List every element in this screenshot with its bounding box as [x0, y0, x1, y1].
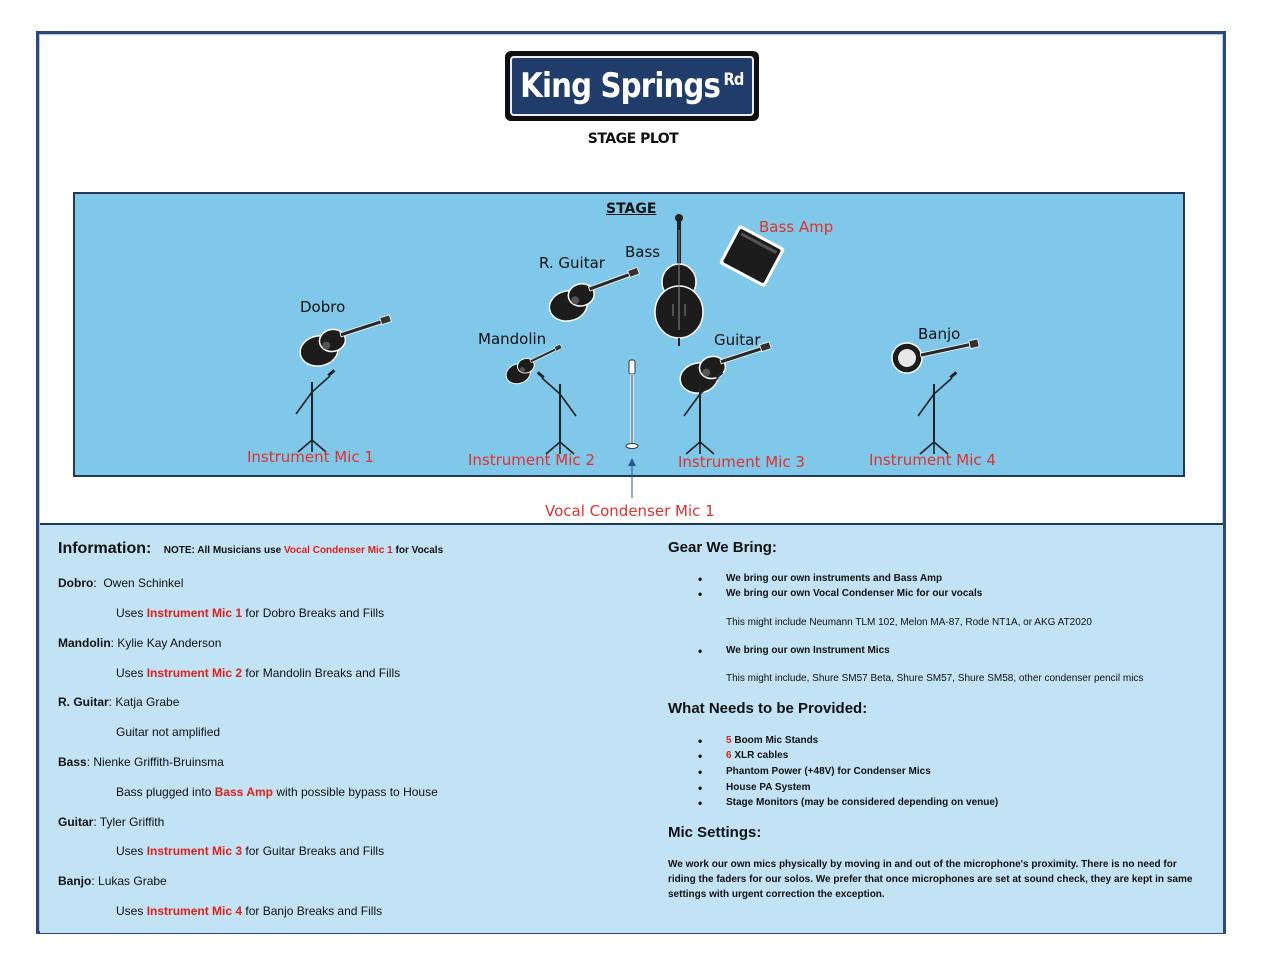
gear-heading: Gear We Bring: [668, 539, 777, 556]
vocal-condenser-mic-label: Vocal Condenser Mic 1 [545, 502, 715, 520]
instrument-mic-1-label: Instrument Mic 1 [247, 448, 374, 466]
rhythm-guitar-label: R. Guitar [539, 254, 605, 272]
gear-item-3-sub: This might include, Shure SM57 Beta, Shu… [726, 673, 1144, 684]
provided-heading: What Needs to be Provided: [668, 700, 868, 717]
mic-stand-2-icon [535, 370, 577, 455]
information-note: NOTE: All Musicians use Vocal Condenser … [164, 545, 443, 556]
provided-item-5: Stage Monitors (may be considered depend… [698, 796, 998, 810]
banjo-entry: Banjo: Lukas Grabe [58, 874, 167, 888]
provided-item-1: 5 Boom Mic Stands [698, 734, 818, 748]
entry-name: Katja Grabe [115, 695, 180, 709]
dobro-entry: Dobro: Owen Schinkel [58, 576, 184, 590]
bass-amp-label: Bass Amp [759, 218, 834, 236]
gear-item-3: We bring our own Instrument Mics [698, 644, 890, 658]
information-panel: Information: NOTE: All Musicians use Voc… [40, 523, 1223, 933]
banjo-detail: Uses Instrument Mic 4 for Banjo Breaks a… [116, 904, 383, 918]
note-highlight: Vocal Condenser Mic 1 [284, 545, 393, 556]
gear-item-1: We bring our own instruments and Bass Am… [698, 572, 942, 586]
guitar-detail: Uses Instrument Mic 3 for Guitar Breaks … [116, 844, 385, 858]
rhythm-guitar-icon [544, 266, 647, 326]
stage-label: STAGE [606, 201, 657, 217]
entry-role: R. Guitar [58, 695, 109, 709]
rhythm-guitar-entry: R. Guitar: Katja Grabe [58, 695, 180, 709]
mic-stand-4-icon [917, 370, 959, 455]
instrument-mic-3-label: Instrument Mic 3 [678, 453, 805, 471]
gear-item-2: We bring our own Vocal Condenser Mic for… [698, 587, 982, 601]
instrument-mic-4-label: Instrument Mic 4 [869, 451, 996, 469]
note-suffix: for Vocals [395, 545, 444, 556]
rhythm-guitar-detail: Guitar not amplified [116, 725, 221, 739]
gear-item-2-sub: This might include Neumann TLM 102, Melo… [726, 617, 1092, 628]
dobro-icon [295, 313, 398, 370]
instrument-mic-2-label: Instrument Mic 2 [468, 451, 595, 469]
entry-role: Dobro [58, 576, 94, 590]
information-heading: Information: [58, 540, 152, 557]
guitar-icon [675, 340, 778, 397]
entry-role: Mandolin [58, 636, 111, 650]
entry-name: Owen Schinkel [103, 576, 184, 590]
bass-entry: Bass: Nienke Griffith-Bruinsma [58, 755, 224, 769]
mandolin-detail: Uses Instrument Mic 2 for Mandolin Break… [116, 666, 401, 680]
mandolin-label: Mandolin [478, 330, 547, 348]
provided-item-4: House PA System [698, 781, 811, 795]
mandolin-entry: Mandolin: Kylie Kay Anderson [58, 636, 222, 650]
bass-detail: Bass plugged into Bass Amp with possible… [116, 785, 438, 799]
entry-name: Nienke Griffith-Bruinsma [93, 755, 224, 769]
dobro-detail: Uses Instrument Mic 1 for Dobro Breaks a… [116, 606, 385, 620]
mic-stand-1-icon [295, 368, 337, 453]
upright-bass-icon [654, 214, 704, 346]
mandolin-icon [501, 343, 569, 388]
provided-item-2: 6 XLR cables [698, 749, 788, 763]
mic-settings-heading: Mic Settings: [668, 824, 762, 841]
dobro-label: Dobro [300, 298, 346, 316]
banjo-label: Banjo [918, 325, 961, 343]
entry-name: Kylie Kay Anderson [117, 636, 222, 650]
entry-name: Tyler Griffith [99, 815, 165, 829]
bass-amp-icon [719, 225, 785, 287]
entry-role: Guitar [58, 815, 94, 829]
entry-role: Bass [58, 755, 87, 769]
page-title: STAGE PLOT [587, 131, 679, 147]
bass-label: Bass [625, 243, 661, 261]
mic-settings-text: We work our own mics physically by movin… [668, 859, 1193, 900]
vocal-mic-pointer-arrow [628, 458, 636, 466]
banjo-icon [891, 338, 980, 374]
stage-area [73, 192, 1185, 477]
guitar-label: Guitar [714, 331, 761, 349]
logo-text: King Springs [520, 66, 721, 106]
provided-item-3: Phantom Power (+48V) for Condenser Mics [698, 765, 931, 779]
entry-name: Lukas Grabe [98, 874, 167, 888]
note-prefix: NOTE: All Musicians use [163, 545, 282, 556]
information-heading-row: Information: NOTE: All Musicians use Voc… [58, 540, 443, 558]
entry-role: Banjo [58, 874, 92, 888]
logo-suffix: Rd [723, 69, 745, 90]
guitar-entry: Guitar: Tyler Griffith [58, 815, 165, 829]
vocal-condenser-mic-icon [625, 359, 639, 449]
